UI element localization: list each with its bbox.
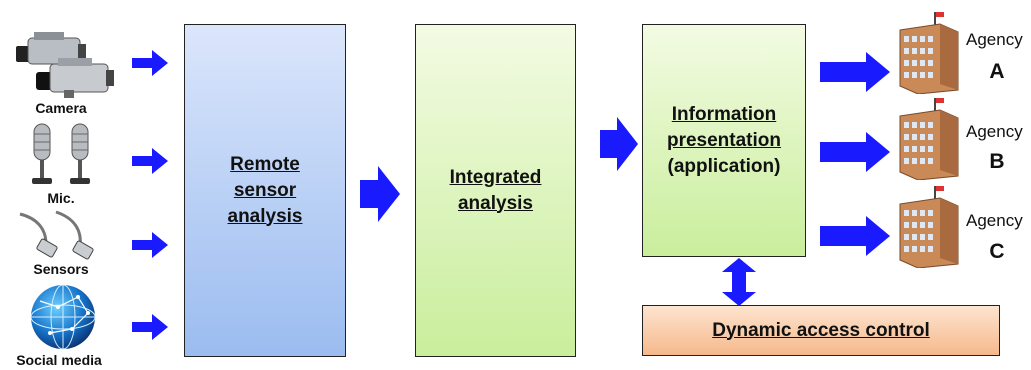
arrow-remote-to-integrated (360, 166, 400, 222)
information-presentation-box: Information presentation (application) (642, 24, 806, 257)
microphone-icon (28, 122, 108, 188)
arrow-to-agency-a (820, 52, 890, 92)
building-icon (894, 96, 962, 181)
sensors-label: Sensors (33, 261, 89, 277)
camera-icon (14, 28, 119, 100)
info-line2: presentation (666, 129, 782, 151)
agency-b-letter: B (989, 150, 1005, 173)
agency-a-word: Agency (966, 30, 1023, 49)
arrow-integrated-to-info (600, 117, 638, 171)
remote-line3: analysis (227, 205, 303, 227)
remote-line2: sensor (233, 179, 297, 201)
integrated-line2: analysis (457, 192, 533, 214)
remote-sensor-analysis-box: Remote sensor analysis (184, 24, 346, 357)
building-icon (894, 184, 962, 269)
camera-label: Camera (35, 100, 87, 116)
dynamic-label: Dynamic access control (712, 319, 930, 341)
arrow-social (132, 314, 168, 340)
social-media-label: Social media (16, 352, 102, 368)
microphone-label: Mic. (47, 190, 75, 206)
arrow-sensors (132, 232, 168, 258)
info-line3: (application) (667, 155, 781, 177)
agency-a-letter: A (989, 60, 1005, 83)
agency-c-word: Agency (966, 211, 1023, 230)
building-icon (894, 10, 962, 95)
integrated-analysis-box: Integrated analysis (415, 24, 576, 357)
agency-b-word: Agency (966, 122, 1023, 141)
globe-icon (28, 283, 98, 351)
double-arrow-vertical (722, 258, 756, 306)
arrow-camera (132, 50, 168, 76)
integrated-line1: Integrated (449, 166, 542, 188)
agency-c-letter: C (989, 240, 1005, 263)
sensor-cable-icon (16, 208, 106, 266)
remote-line1: Remote (230, 153, 300, 175)
dynamic-access-control-box: Dynamic access control (642, 305, 1000, 356)
info-line1: Information (671, 103, 777, 125)
arrow-to-agency-b (820, 132, 890, 172)
arrow-mic (132, 148, 168, 174)
arrow-to-agency-c (820, 216, 890, 256)
